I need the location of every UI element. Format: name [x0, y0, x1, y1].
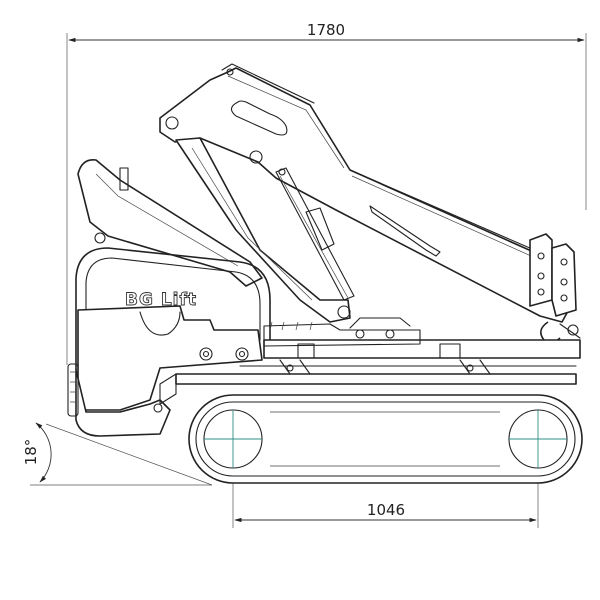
ramp-angle-dimension: 18°: [22, 422, 213, 486]
overall-length-label: 1780: [307, 21, 345, 39]
hydraulic-cylinder: [275, 167, 355, 301]
logo-text: BG Lift: [125, 290, 197, 310]
wheelbase-label: 1046: [367, 501, 405, 519]
chassis-frame: [159, 359, 577, 405]
crawler-track: [188, 394, 583, 484]
wheelbase-dimension: 1046: [232, 440, 539, 528]
lower-boom-arm: [175, 137, 351, 323]
ramp-angle-label: 18°: [22, 439, 40, 466]
rear-outrigger-arm: [77, 158, 263, 287]
overall-length-dimension: 1780: [66, 21, 587, 365]
machine-body: BG Lift: [67, 247, 271, 437]
turret-platform: [263, 317, 581, 359]
boom-tip-head: [529, 233, 581, 344]
